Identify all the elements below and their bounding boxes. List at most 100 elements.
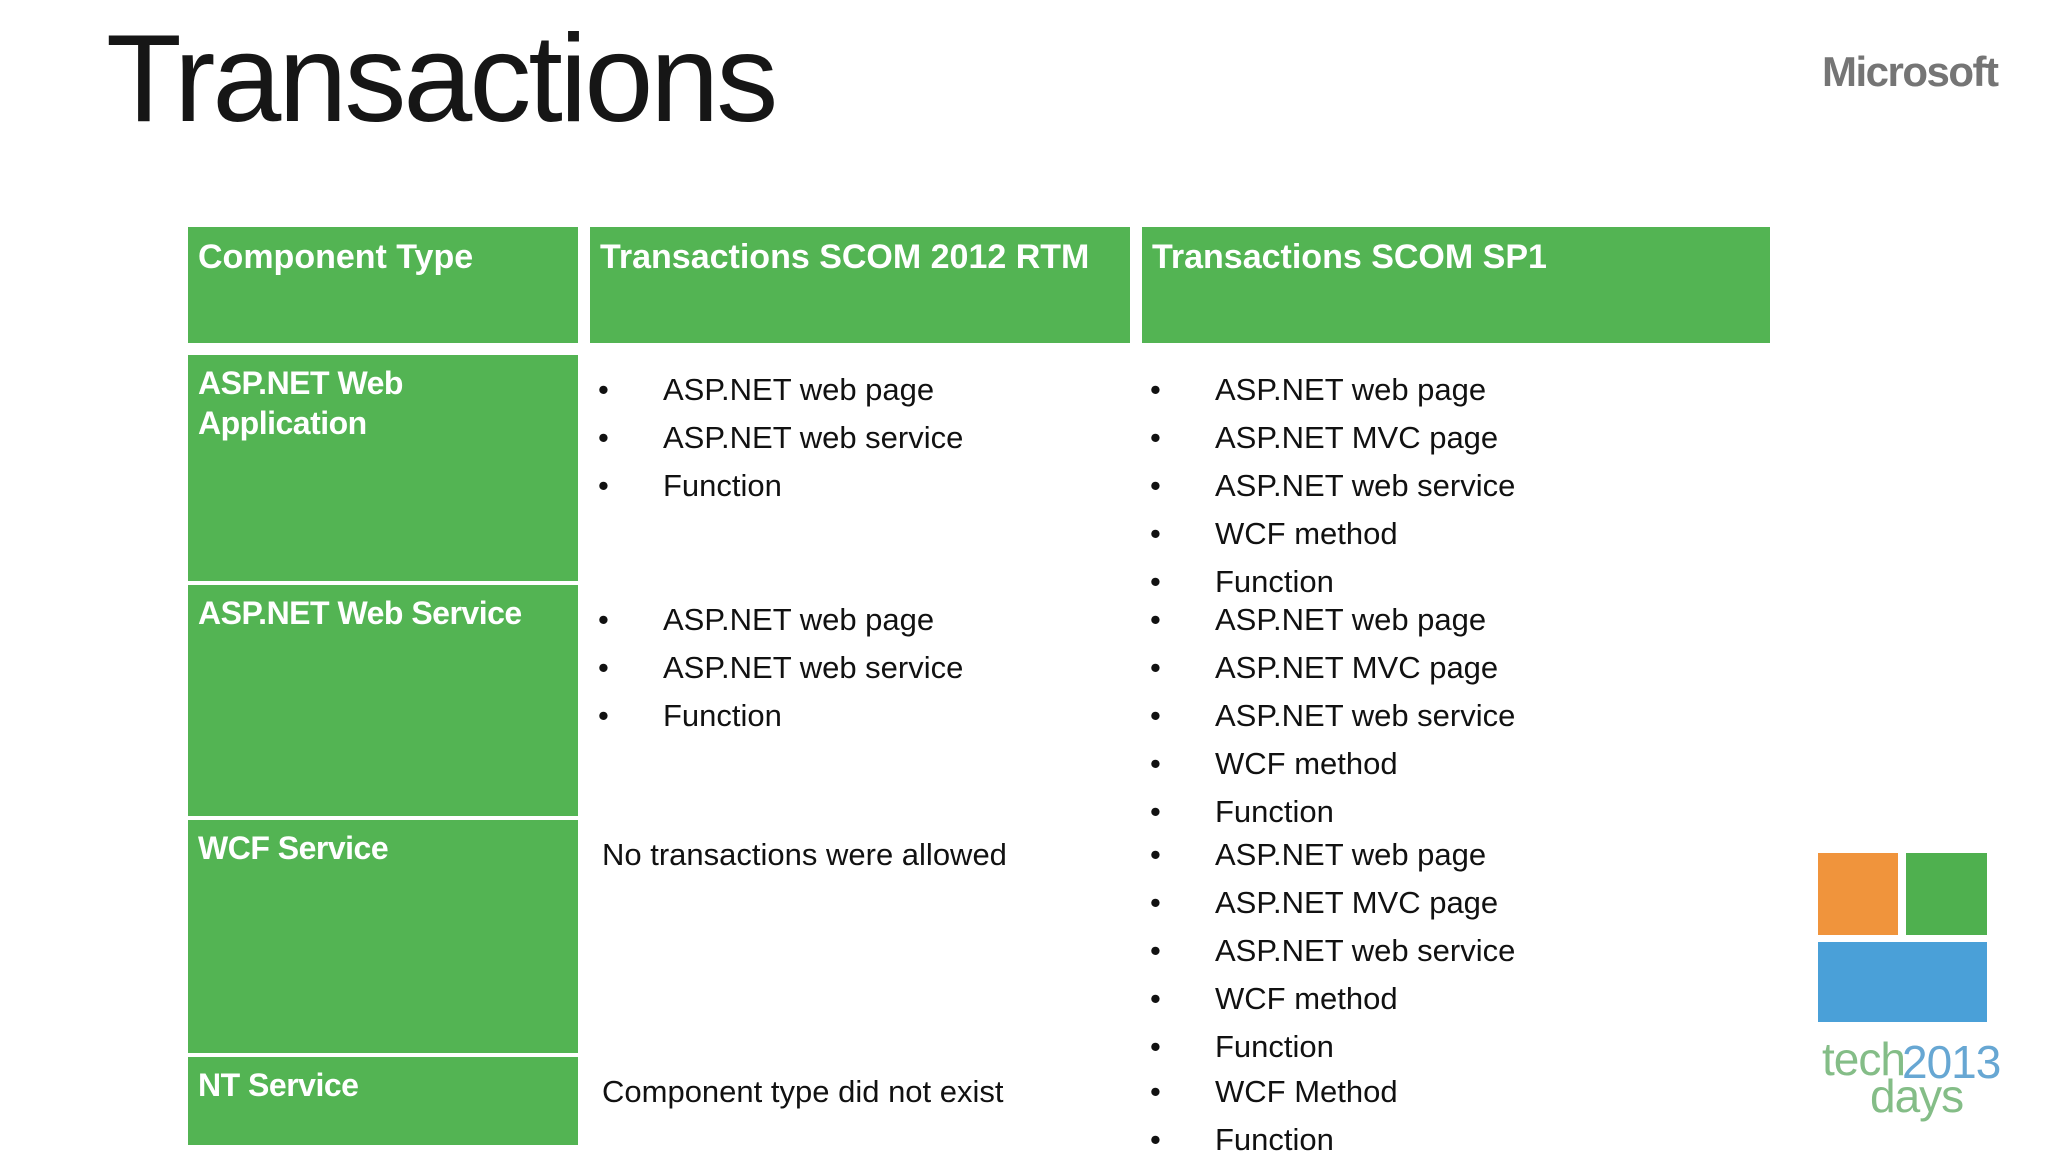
bullet-icon: • <box>598 420 609 455</box>
list-item-text: ASP.NET MVC page <box>1215 420 1499 455</box>
list-item-text: Function <box>663 468 782 503</box>
list-item: • ASP.NET web page <box>1142 366 1770 414</box>
cell-rtm-aspnet-web-service: • ASP.NET web page • ASP.NET web service •… <box>590 585 1130 820</box>
list-item: • ASP.NET web page <box>590 366 1130 414</box>
bullet-list: • ASP.NET web page • ASP.NET web service •… <box>590 585 1130 740</box>
table-row: ASP.NET Web Service •ASP.NET web page •A… <box>188 585 1770 829</box>
bullet-icon: • <box>1150 837 1161 872</box>
bullet-icon: • <box>1150 698 1161 733</box>
list-item-text: ASP.NET web service <box>663 650 964 685</box>
bullet-icon: • <box>1150 933 1161 968</box>
bullet-list: • ASP.NET web page • ASP.NET MVC page • ASP… <box>1142 355 1770 606</box>
row-label-nt-service: NT Service <box>188 1057 578 1152</box>
bullet-icon: • <box>1150 564 1161 599</box>
bullet-icon: • <box>1150 1122 1161 1157</box>
cell-rtm-aspnet-web-application: • ASP.NET web page • ASP.NET web service •… <box>590 355 1130 585</box>
cell-text: Component type did not exist <box>602 1074 1004 1109</box>
cell-sp1-wcf-service: • ASP.NET web page • ASP.NET MVC page • ASP… <box>1142 820 1770 1064</box>
table-row: ASP.NET Web Application • ASP.NET web pag… <box>188 355 1770 599</box>
list-item-text: ASP.NET MVC page <box>1215 650 1499 685</box>
row-label-aspnet-web-service: ASP.NET Web Service <box>188 585 578 820</box>
bullet-icon: • <box>1150 1074 1161 1109</box>
list-item-text: ASP.NET web page <box>1215 602 1487 637</box>
bullet-icon: • <box>598 698 609 733</box>
list-item: • Function <box>1142 1116 1770 1164</box>
list-item: • ASP.NET web service <box>590 414 1130 462</box>
logo-blue-rectangle <box>1818 942 1987 1022</box>
techdays-days-text: days <box>1870 1070 1964 1122</box>
list-item: • WCF method <box>1142 740 1770 788</box>
list-item: • Function <box>1142 558 1770 606</box>
bullet-icon: • <box>598 372 609 407</box>
bullet-icon: • <box>1150 516 1161 551</box>
list-item-text: ASP.NET web service <box>1215 698 1516 733</box>
list-item: • ASP.NET web service <box>590 644 1130 692</box>
list-item-text: WCF method <box>1215 981 1398 1016</box>
list-item-text: Function <box>1215 564 1334 599</box>
bullet-list: • ASP.NET web page • ASP.NET MVC page • ASP… <box>1142 820 1770 1071</box>
list-item: •ASP.NET MVC page <box>1142 644 1770 692</box>
list-item-text: WCF Method <box>1215 1074 1398 1109</box>
list-item-text: WCF method <box>1215 746 1398 781</box>
techdays-tech-text: tech <box>1822 1033 1906 1085</box>
logo-orange-square <box>1818 853 1898 935</box>
bullet-list: •ASP.NET web page •ASP.NET MVC page •ASP… <box>1142 585 1770 836</box>
cell-sp1-nt-service: • WCF Method • Function <box>1142 1057 1770 1157</box>
row-label-wcf-service: WCF Service <box>188 820 578 1057</box>
bullet-icon: • <box>1150 746 1161 781</box>
table-header-row: Component Type Transactions SCOM 2012 RT… <box>188 227 1770 343</box>
table-row: NT Service Component type did not exist … <box>188 1057 1770 1157</box>
table-row: WCF Service No transactions were allowed… <box>188 820 1770 1064</box>
bullet-icon: • <box>598 602 609 637</box>
comparison-table: Component Type Transactions SCOM 2012 RT… <box>188 227 1770 1157</box>
cell-rtm-wcf-service: No transactions were allowed <box>590 820 1130 1057</box>
bullet-icon: • <box>1150 372 1161 407</box>
bullet-icon: • <box>1150 794 1161 829</box>
list-item: • ASP.NET web service <box>1142 692 1770 740</box>
list-item: • WCF Method <box>1142 1068 1770 1116</box>
list-item-text: Function <box>1215 794 1334 829</box>
list-item-text: WCF method <box>1215 516 1398 551</box>
list-item: • ASP.NET web page <box>1142 831 1770 879</box>
list-item: • ASP.NET web service <box>1142 462 1770 510</box>
page-title: Transactions <box>106 10 778 148</box>
list-item: • ASP.NET web service <box>1142 927 1770 975</box>
list-item-text: ASP.NET web page <box>663 372 935 407</box>
list-item-text: ASP.NET web page <box>663 602 935 637</box>
list-item-text: ASP.NET web page <box>1215 372 1487 407</box>
bullet-icon: • <box>598 650 609 685</box>
list-item: • WCF method <box>1142 510 1770 558</box>
list-item-text: ASP.NET web page <box>1215 837 1487 872</box>
list-item-text: Function <box>1215 1029 1334 1064</box>
list-item-text: ASP.NET web service <box>1215 468 1516 503</box>
techdays-logo: tech 2013 days <box>1818 853 2048 1119</box>
bullet-icon: • <box>1150 468 1161 503</box>
cell-sp1-aspnet-web-application: • ASP.NET web page • ASP.NET MVC page • ASP… <box>1142 355 1770 599</box>
list-item: • ASP.NET MVC page <box>1142 879 1770 927</box>
list-item: • Function <box>1142 788 1770 836</box>
row-label-aspnet-web-application: ASP.NET Web Application <box>188 355 578 585</box>
bullet-icon: • <box>598 468 609 503</box>
cell-text: No transactions were allowed <box>602 837 1007 872</box>
bullet-icon: • <box>1150 885 1161 920</box>
bullet-icon: • <box>1150 1029 1161 1064</box>
cell-rtm-nt-service: Component type did not exist <box>590 1057 1130 1152</box>
bullet-icon: • <box>1150 981 1161 1016</box>
list-item-text: Function <box>1215 1122 1334 1157</box>
bullet-list: • ASP.NET web page • ASP.NET web service •… <box>590 355 1130 510</box>
list-item: • Function <box>1142 1023 1770 1071</box>
list-item: • ASP.NET web page <box>590 596 1130 644</box>
bullet-list: • WCF Method • Function <box>1142 1057 1770 1164</box>
list-item-text: ASP.NET MVC page <box>1215 885 1499 920</box>
bullet-icon: • <box>1150 420 1161 455</box>
table-header-component-type: Component Type <box>188 227 578 343</box>
list-item: • Function <box>590 462 1130 510</box>
table-header-scom-sp1: Transactions SCOM SP1 <box>1142 227 1770 343</box>
techdays-year-text: 2013 <box>1902 1036 2001 1088</box>
list-item-text: ASP.NET web service <box>1215 933 1516 968</box>
list-item: • WCF method <box>1142 975 1770 1023</box>
list-item-text: ASP.NET web service <box>663 420 964 455</box>
list-item: •ASP.NET web page <box>1142 596 1770 644</box>
microsoft-logo: Microsoft <box>1822 48 1999 95</box>
list-item: • ASP.NET MVC page <box>1142 414 1770 462</box>
